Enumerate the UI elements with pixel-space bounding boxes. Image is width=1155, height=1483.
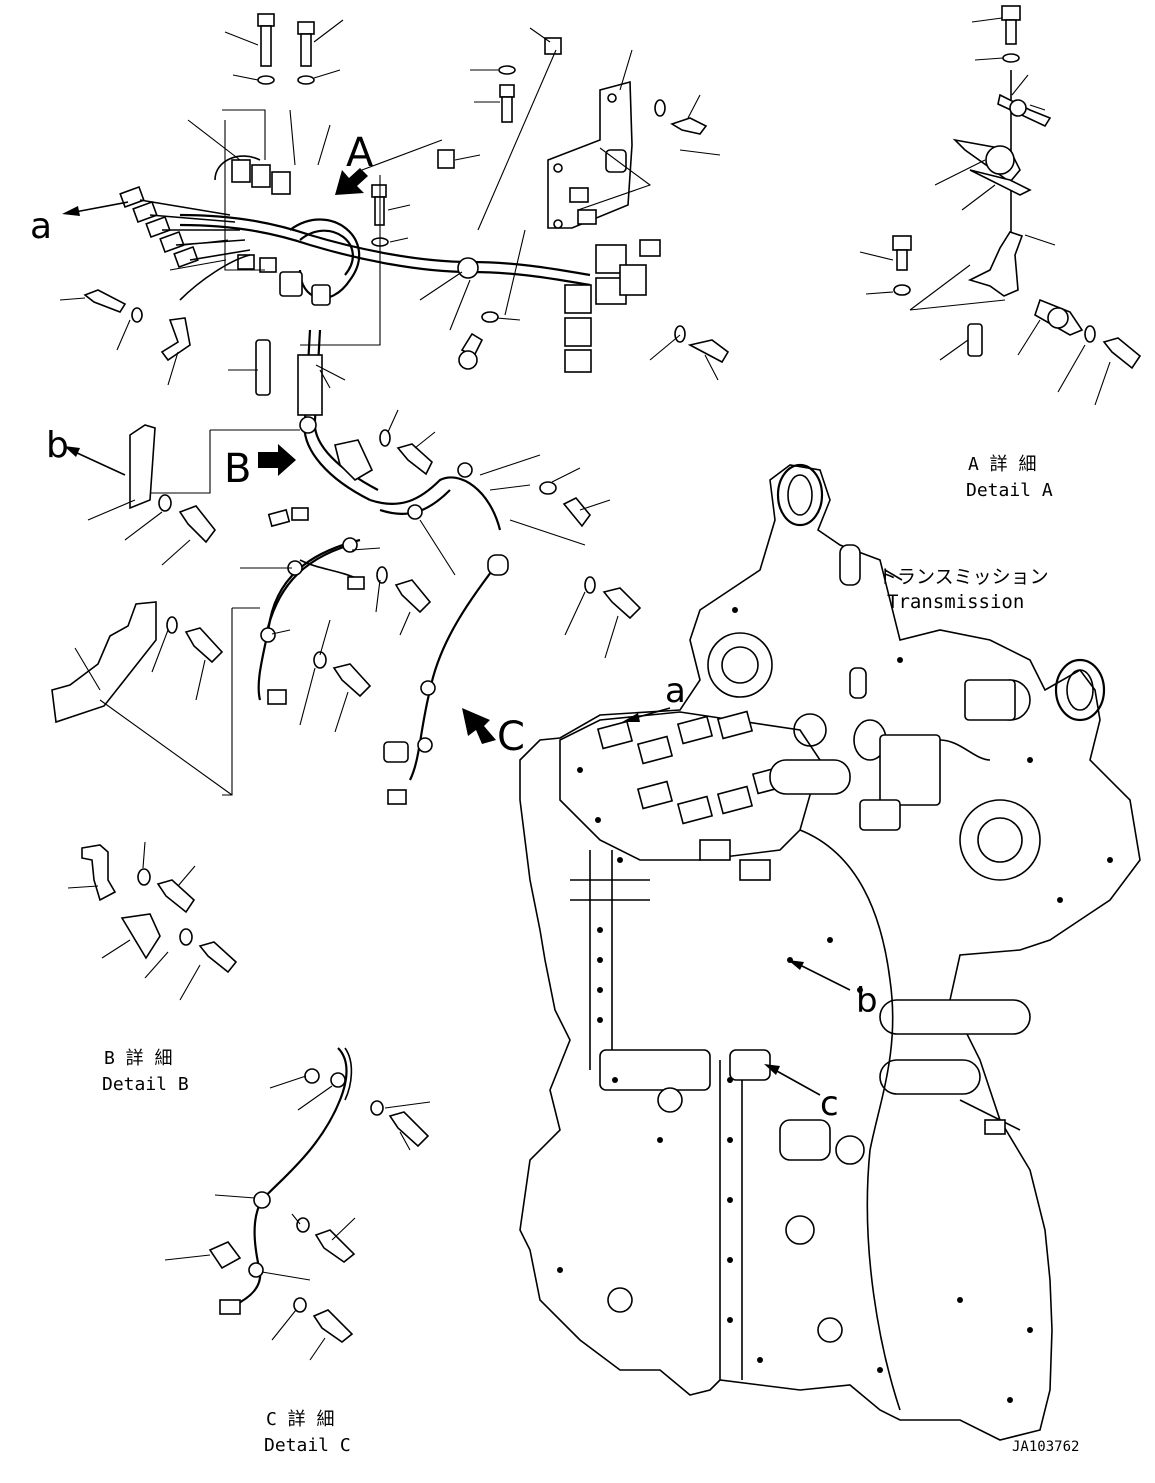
washer	[379, 429, 391, 447]
bolt	[396, 443, 433, 476]
detail-a-title-jp: A 詳 細	[968, 454, 1037, 475]
connector	[387, 789, 407, 805]
clamp	[342, 537, 358, 553]
connector	[267, 689, 287, 705]
callout-b-label: b	[46, 425, 69, 466]
bolt	[501, 96, 513, 123]
detail-b-title-en: Detail B	[102, 1074, 189, 1095]
callout-a-target-label: a	[665, 671, 686, 711]
view-a-label: A	[346, 130, 374, 176]
connector	[291, 507, 309, 521]
bolt	[83, 289, 127, 313]
bolt	[257, 13, 275, 27]
connector	[347, 576, 365, 590]
bolt	[184, 627, 224, 664]
fasteners-middle	[51, 424, 642, 724]
bolt-head	[458, 350, 478, 370]
bolt	[260, 25, 272, 67]
clamp	[299, 416, 317, 434]
detail-a-assembly	[859, 5, 1142, 406]
protective-sleeve	[297, 354, 323, 416]
connector-bracket	[547, 80, 730, 373]
callout-c-target-arrow	[774, 1069, 821, 1096]
washer	[257, 75, 275, 85]
bolt	[602, 587, 642, 620]
spacer	[437, 149, 455, 169]
sensor	[487, 554, 509, 576]
bracket	[334, 439, 374, 482]
view-c-arrow	[462, 708, 496, 744]
callout-a-target-arrow	[634, 707, 671, 719]
cover-plate	[51, 601, 157, 724]
callout-b-target-label: b	[856, 981, 878, 1021]
bolt	[562, 496, 592, 528]
stud	[255, 339, 271, 396]
clamp	[420, 680, 436, 696]
washer	[498, 65, 516, 75]
callout-b-arrow	[74, 451, 126, 476]
washer	[539, 481, 557, 495]
transmission-assembly	[519, 463, 1141, 1441]
clamp	[417, 737, 433, 753]
view-c-label: C	[497, 714, 525, 760]
clamp	[457, 257, 479, 279]
callout-a-label: a	[30, 206, 52, 247]
washer	[376, 566, 388, 584]
callout-a-arrow	[74, 201, 129, 213]
washer	[313, 651, 327, 669]
washer	[481, 311, 499, 323]
detail-b-assembly	[67, 841, 238, 1001]
bolt	[499, 84, 515, 98]
detail-c-title-jp: C 詳 細	[266, 1409, 335, 1430]
detail-c-assembly	[164, 1047, 431, 1361]
bracket	[129, 424, 156, 510]
housing-bolts	[557, 607, 1113, 1403]
clamp	[407, 504, 423, 520]
washer	[166, 616, 178, 634]
leader-lines-upper	[59, 19, 721, 389]
view-b-arrow	[258, 444, 296, 476]
bolt	[178, 505, 217, 544]
washer	[158, 494, 172, 512]
view-a-arrow	[335, 168, 368, 195]
drawing-number: JA103762	[1012, 1439, 1079, 1455]
clamp	[457, 462, 473, 478]
labels: a b A B C a b c トランスミッション Transmission A…	[30, 130, 1079, 1456]
detail-a-title-en: Detail A	[966, 480, 1053, 501]
main-wiring-harness	[179, 213, 591, 805]
bolt	[300, 33, 312, 67]
callout-b-target-arrow	[799, 964, 851, 991]
bolt	[394, 579, 432, 614]
clip	[544, 37, 562, 55]
clamp	[260, 627, 276, 643]
solenoid-connector-cluster	[119, 155, 331, 306]
callout-c-target-label: c	[820, 1084, 839, 1124]
leader-lines-middle	[74, 409, 619, 796]
bolt	[332, 663, 372, 698]
bracket	[160, 317, 191, 362]
view-arrows	[62, 168, 903, 1096]
detail-c-title-en: Detail C	[264, 1435, 351, 1456]
detail-b-title-jp: B 詳 細	[104, 1048, 173, 1069]
bolt	[371, 184, 387, 198]
washer	[584, 576, 596, 594]
sensor	[383, 741, 409, 763]
connector	[267, 508, 291, 528]
transmission-label-jp: トランスミッション	[878, 566, 1049, 588]
bolt	[297, 21, 315, 35]
washer	[297, 75, 315, 85]
transmission-label-en: Transmission	[887, 591, 1024, 613]
washer	[131, 307, 143, 323]
view-b-label: B	[224, 446, 251, 492]
